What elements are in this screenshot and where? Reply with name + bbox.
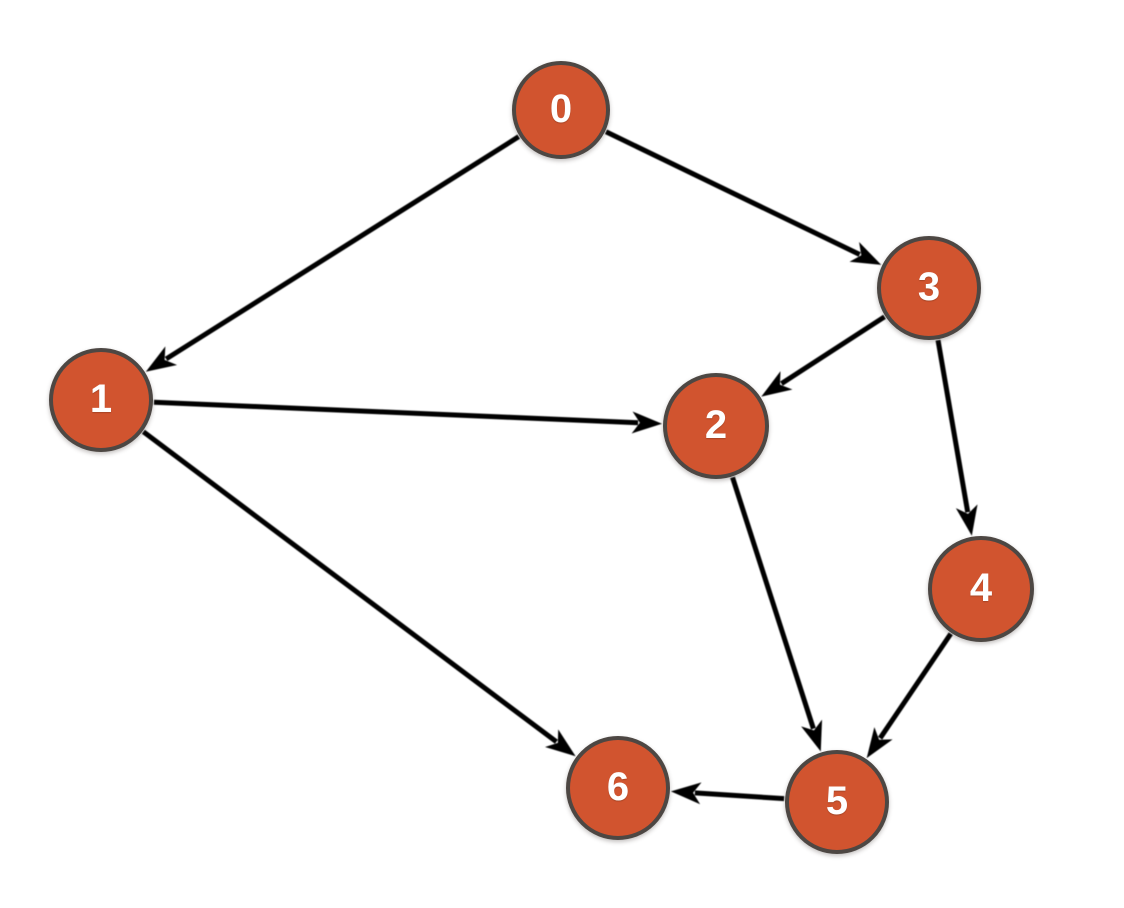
edge-line [153,399,639,426]
edge-arrowhead [801,719,823,752]
graph-node-1[interactable]: 1 [49,348,153,452]
graph-node-2[interactable]: 2 [663,373,769,479]
graph-edge-0-to-1 [145,134,521,372]
graph-edge-2-to-5 [730,476,823,752]
edge-arrowhead [849,241,882,265]
edge-arrowhead [866,727,893,759]
graph-node-0[interactable]: 0 [512,61,610,159]
graph-edge-0-to-3 [604,129,882,265]
graph-edge-3-to-2 [761,314,886,397]
graph-node-4[interactable]: 4 [928,536,1034,642]
edge-line [935,339,971,513]
graph-node-label: 4 [969,566,993,610]
graph-edge-1-to-6 [141,429,576,757]
edge-line [694,790,785,802]
edge-arrowhead [145,346,178,372]
graph-edge-4-to-5 [866,632,953,759]
graph-node-label: 6 [606,765,630,809]
graph-node-3[interactable]: 3 [877,236,981,340]
graph-edge-1-to-2 [153,399,663,434]
graph-node-5[interactable]: 5 [785,750,889,854]
graph-node-6[interactable]: 6 [566,736,670,840]
graph-node-label: 0 [549,87,573,131]
edge-line [141,429,558,744]
graph-edge-5-to-6 [670,782,785,805]
graph-node-label: 1 [89,377,113,421]
edge-arrowhead [761,371,793,397]
edge-line [780,314,886,386]
graph-node-label: 2 [704,403,728,447]
edge-line [878,632,953,740]
graph-edge-3-to-4 [935,339,978,536]
edge-arrowhead [631,411,663,434]
edge-arrowhead [545,729,576,757]
edge-line [164,134,521,362]
edge-line [604,129,861,257]
edge-arrowhead [670,782,702,805]
edge-arrowhead [955,504,978,536]
graph-node-label: 5 [825,779,849,823]
graph-node-label: 3 [917,265,941,309]
edge-line [730,476,816,730]
